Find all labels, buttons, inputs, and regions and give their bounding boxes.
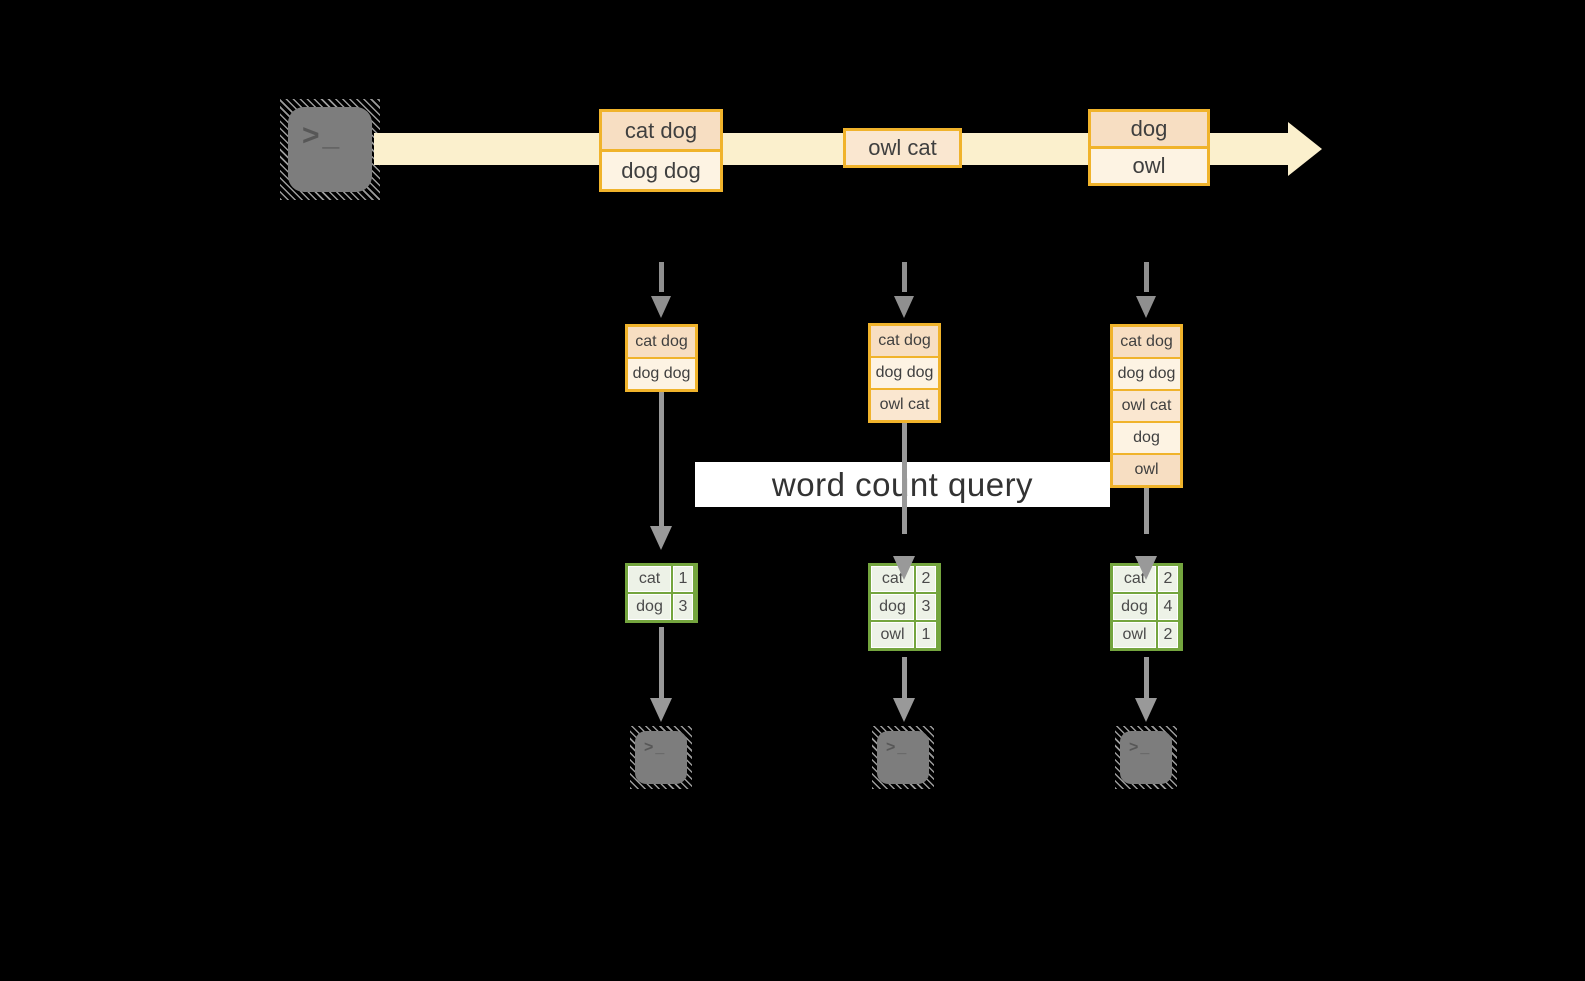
batch-row: owl cat — [871, 388, 938, 420]
table-cell-count: 2 — [1158, 622, 1178, 648]
stream-event: dog — [1091, 112, 1207, 146]
terminal-prompt-icon: >_ — [1129, 739, 1152, 756]
batch-stack-3: cat dog dog dog owl cat dog owl — [1110, 324, 1183, 488]
batch-stack-2: cat dog dog dog owl cat — [868, 323, 941, 423]
stream-event-group-3: dog owl — [1088, 109, 1210, 186]
table-cell-count: 3 — [673, 594, 693, 620]
table-cell-word: owl — [871, 622, 914, 648]
batch-row: cat dog — [628, 327, 695, 357]
stream-event-group-2: owl cat — [843, 128, 962, 168]
table-cell-word: dog — [871, 594, 914, 620]
stream-event: cat dog — [602, 112, 720, 149]
table-cell-word: dog — [628, 594, 671, 620]
terminal-screen: >_ — [877, 731, 929, 784]
wordcount-table-2: cat 2 dog 3 owl 1 — [868, 563, 941, 651]
consumer-terminal-icon: >_ — [872, 726, 934, 789]
terminal-prompt-icon: >_ — [886, 739, 909, 756]
stream-event: dog dog — [602, 149, 720, 189]
batch-row: dog dog — [1113, 357, 1180, 389]
batch-stack-1: cat dog dog dog — [625, 324, 698, 392]
table-cell-word: owl — [1113, 622, 1156, 648]
batch-row: dog — [1113, 421, 1180, 453]
table-cell-count: 3 — [916, 594, 936, 620]
consumer-terminal-icon: >_ — [630, 726, 692, 789]
batch-row: dog dog — [628, 357, 695, 389]
stream-event: owl cat — [846, 131, 959, 165]
stream-event-group-1: cat dog dog dog — [599, 109, 723, 192]
batch-row: owl — [1113, 453, 1180, 485]
table-cell-count: 4 — [1158, 594, 1178, 620]
consumer-terminal-icon: >_ — [1115, 726, 1177, 789]
table-cell-count: 1 — [916, 622, 936, 648]
stream-arrowhead-icon — [1288, 122, 1322, 176]
batch-row: owl cat — [1113, 389, 1180, 421]
terminal-screen: >_ — [288, 107, 372, 192]
table-cell-count: 2 — [1158, 566, 1178, 592]
batch-row: cat dog — [871, 326, 938, 356]
terminal-prompt-icon: >_ — [644, 739, 667, 756]
terminal-screen: >_ — [1120, 731, 1172, 784]
wordcount-table-1: cat 1 dog 3 — [625, 563, 698, 623]
batch-row: cat dog — [1113, 327, 1180, 357]
terminal-screen: >_ — [635, 731, 687, 784]
table-cell-word: dog — [1113, 594, 1156, 620]
batch-row: dog dog — [871, 356, 938, 388]
stream-event: owl — [1091, 146, 1207, 183]
terminal-prompt-icon: >_ — [302, 119, 343, 152]
table-cell-word: cat — [628, 566, 671, 592]
table-cell-count: 2 — [916, 566, 936, 592]
table-cell-count: 1 — [673, 566, 693, 592]
producer-terminal-icon: >_ — [280, 99, 380, 200]
